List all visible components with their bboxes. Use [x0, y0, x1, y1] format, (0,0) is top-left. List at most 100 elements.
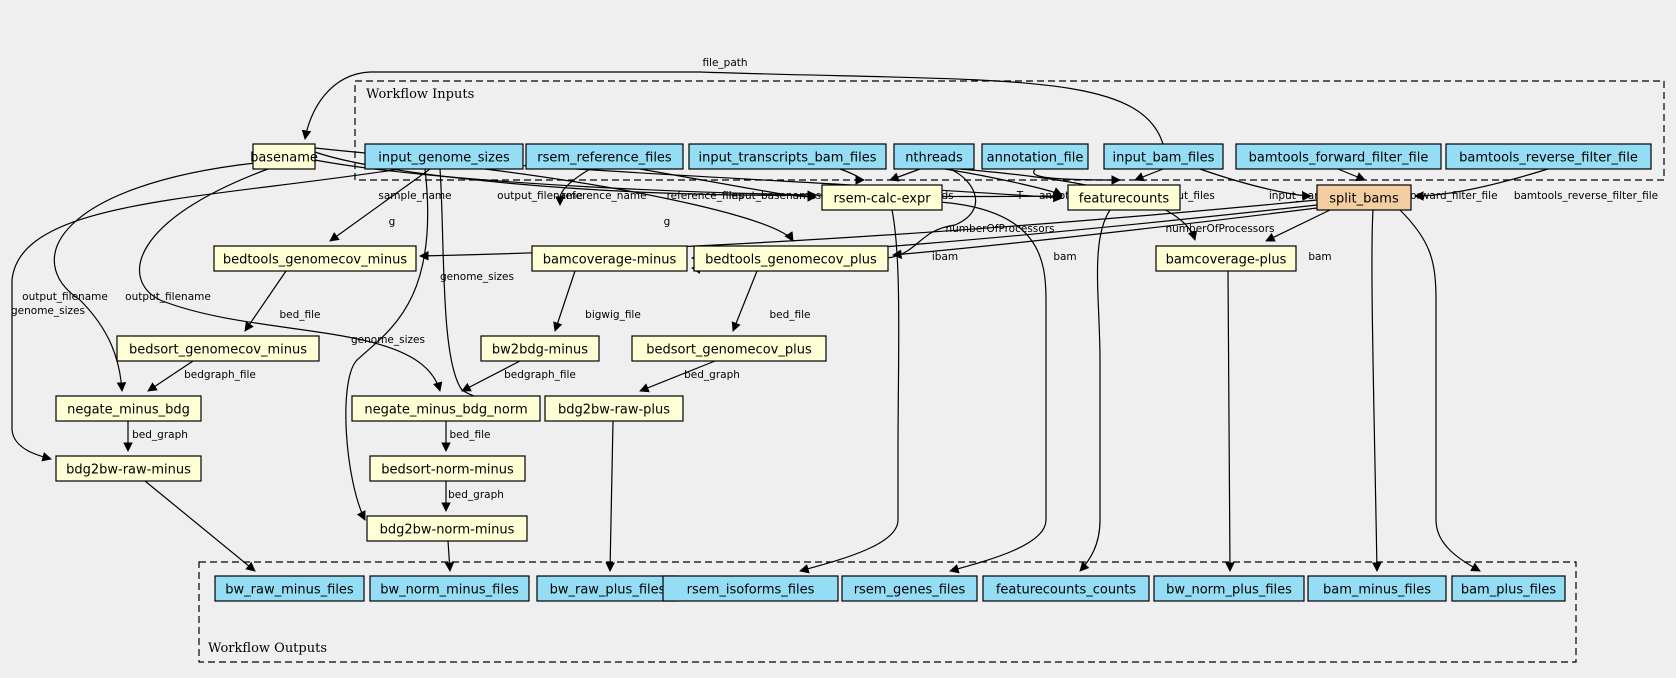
edge-label: bed_graph [684, 369, 740, 381]
node-label: input_transcripts_bam_files [698, 151, 876, 166]
node-input-transcripts-bam-files[interactable]: input_transcripts_bam_files [688, 143, 887, 170]
node-label: bdg2bw-norm-minus [380, 523, 515, 538]
cluster-inputs-label: Workflow Inputs [366, 87, 474, 102]
node-box [214, 575, 365, 602]
node-box [369, 575, 530, 602]
node-label: input_bam_files [1113, 151, 1215, 166]
node-bw-norm-plus-files[interactable]: bw_norm_plus_files [1153, 575, 1305, 602]
edge-nthreads-to-rsem_calc_expr [889, 168, 921, 182]
node-split-bams[interactable]: split_bams [1316, 184, 1412, 211]
node-label: nthreads [905, 151, 963, 166]
node-label: bw2bdg-minus [492, 343, 588, 358]
node-bam-minus-files[interactable]: bam_minus_files [1307, 575, 1447, 602]
node-box [525, 143, 684, 170]
node-negate-minus-bdg-norm[interactable]: negate_minus_bdg_norm [351, 395, 541, 422]
edge-bdg2bw_norm_minus-to-bw_norm_minus_files [444, 540, 455, 572]
node-basename[interactable]: basename [250, 143, 318, 170]
node-label: negate_minus_bdg [67, 403, 190, 418]
node-bamtools-reverse-filter-file[interactable]: bamtools_reverse_filter_file [1445, 143, 1652, 170]
node-box [544, 395, 684, 422]
edge-bw2bdg_minus-to-negate_minus_bdg_norm [461, 360, 521, 392]
node-label: bw_norm_plus_files [1166, 583, 1292, 598]
node-bedsort-genomecov-plus[interactable]: bedsort_genomecov_plus [631, 335, 827, 362]
edge-bamcoverage_minus-to-bw2bdg_minus [553, 270, 576, 332]
node-box [55, 395, 202, 422]
node-label: bedtools_genomecov_minus [223, 253, 408, 268]
node-label: featurecounts [1079, 192, 1170, 207]
node-box [536, 575, 679, 602]
node-box [364, 143, 524, 170]
node-annotation-file[interactable]: annotation_file [981, 143, 1089, 170]
node-label: bw_raw_minus_files [225, 583, 354, 598]
node-rsem-isoforms-files[interactable]: rsem_isoforms_files [662, 575, 839, 602]
edge-basename-to-negate_minus_bdg_norm [138, 168, 443, 392]
node-label: negate_minus_bdg_norm [364, 403, 527, 418]
node-bedsort-norm-minus[interactable]: bedsort-norm-minus [369, 455, 526, 482]
node-bdg2bw-raw-minus[interactable]: bdg2bw-raw-minus [55, 455, 202, 482]
edge-split_bams-to-bam_minus_files [1371, 209, 1382, 572]
edge-label: reference_name [561, 190, 646, 202]
edge-basename-to-rsem_calc_expr [314, 151, 817, 200]
edge-label: T [1016, 190, 1024, 202]
node-box [982, 575, 1150, 602]
node-box [981, 143, 1089, 170]
node-rsem-calc-expr[interactable]: rsem-calc-expr [821, 184, 943, 211]
edge-annotation_file-to-featurecounts [1033, 168, 1121, 185]
edge-label: output_filename [125, 291, 211, 303]
node-box [1103, 143, 1224, 170]
node-label: bamcoverage-plus [1166, 253, 1287, 268]
node-rsem-reference-files[interactable]: rsem_reference_files [525, 143, 684, 170]
node-negate-minus-bdg[interactable]: negate_minus_bdg [55, 395, 202, 422]
edge-label: output_filename [22, 291, 108, 303]
node-bw2bdg-minus[interactable]: bw2bdg-minus [480, 335, 600, 362]
node-label: basename [250, 151, 318, 166]
node-bdg2bw-norm-minus[interactable]: bdg2bw-norm-minus [366, 515, 528, 542]
node-box [1316, 184, 1412, 211]
node-input-genome-sizes[interactable]: input_genome_sizes [364, 143, 524, 170]
node-nthreads[interactable]: nthreads [893, 143, 975, 170]
node-label: rsem_genes_files [854, 583, 966, 598]
node-label: bamtools_reverse_filter_file [1459, 151, 1638, 166]
node-bam-plus-files[interactable]: bam_plus_files [1451, 575, 1566, 602]
node-bdg2bw-raw-plus[interactable]: bdg2bw-raw-plus [544, 395, 684, 422]
edge-label: ibam [932, 251, 958, 263]
node-bw-raw-plus-files[interactable]: bw_raw_plus_files [536, 575, 679, 602]
node-rsem-genes-files[interactable]: rsem_genes_files [841, 575, 978, 602]
node-input-bam-files[interactable]: input_bam_files [1103, 143, 1224, 170]
edge-split_bams-to-bedtools_genomecov_plus [892, 207, 1318, 260]
edge-featurecounts-to-featurecounts_counts [1079, 209, 1111, 572]
node-box [480, 335, 600, 362]
node-bedsort-genomecov-minus[interactable]: bedsort_genomecov_minus [116, 335, 320, 362]
edge-label: bam [1053, 251, 1076, 263]
edge-split_bams-to-bamcoverage_plus [1265, 209, 1331, 242]
node-bamcoverage-plus[interactable]: bamcoverage-plus [1155, 245, 1297, 272]
node-bw-raw-minus-files[interactable]: bw_raw_minus_files [214, 575, 365, 602]
node-label: bw_norm_minus_files [380, 583, 519, 598]
edge-label: g [664, 216, 671, 228]
edge-bedtools_genomecov_minus-to-bedsort_genomecov_minus [244, 270, 287, 332]
edge-label: numberOfProcessors [1166, 223, 1275, 235]
node-label: annotation_file [987, 151, 1084, 166]
node-bedtools-genomecov-minus[interactable]: bedtools_genomecov_minus [213, 245, 417, 272]
node-box [1067, 184, 1181, 211]
edge-input_bam_files-to-basename [301, 71, 1164, 145]
edge-label: genome_sizes [351, 334, 425, 346]
node-label: bamcoverage-minus [543, 253, 677, 268]
node-box [1153, 575, 1305, 602]
edge-label: bam [1308, 251, 1331, 263]
node-label: bedsort-norm-minus [381, 463, 514, 478]
node-box [55, 455, 202, 482]
edge-bedsort_genomecov_plus-to-bdg2bw_raw_plus [639, 360, 716, 393]
node-bamcoverage-minus[interactable]: bamcoverage-minus [531, 245, 688, 272]
edge-label: bed_file [279, 309, 320, 321]
node-box [1307, 575, 1447, 602]
node-bw-norm-minus-files[interactable]: bw_norm_minus_files [369, 575, 530, 602]
node-bedtools-genomecov-plus[interactable]: bedtools_genomecov_plus [693, 245, 889, 272]
node-featurecounts[interactable]: featurecounts [1067, 184, 1181, 211]
node-box [893, 143, 975, 170]
node-label: rsem_isoforms_files [687, 583, 815, 598]
node-featurecounts-counts[interactable]: featurecounts_counts [982, 575, 1150, 602]
node-bamtools-forward-filter-file[interactable]: bamtools_forward_filter_file [1235, 143, 1442, 170]
edge-split_bams-to-bam_plus_files [1399, 209, 1481, 572]
